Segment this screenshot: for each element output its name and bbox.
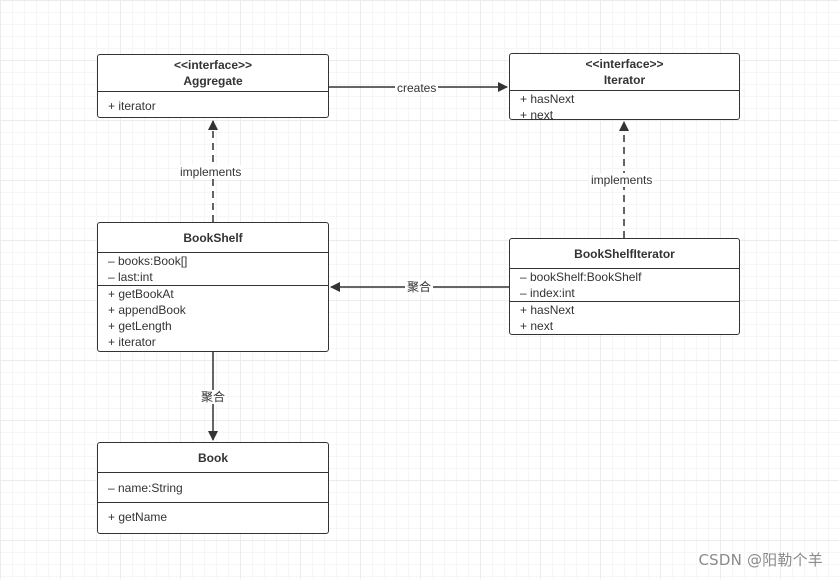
- book-method: + getName: [108, 510, 168, 524]
- aggregate-methods: + iterator: [98, 91, 328, 114]
- iterator-name: Iterator: [603, 73, 646, 87]
- iterator-method: + next: [520, 108, 554, 122]
- bookshelf-method: + getBookAt: [108, 287, 174, 301]
- aggregate-header: <<interface>> Aggregate: [98, 55, 328, 91]
- iterator-methods: + hasNext + next: [510, 90, 739, 123]
- book-header: Book: [98, 443, 328, 472]
- aggregate-name: Aggregate: [183, 74, 243, 88]
- csdn-watermark: CSDN @阳勒个羊: [698, 551, 823, 569]
- bookshelf-iterator-fields: – bookShelf:BookShelf – index:int: [510, 268, 739, 301]
- bookshelf-method: + iterator: [108, 335, 156, 349]
- bookshelf-field: – last:int: [108, 270, 153, 284]
- bookshelf-iterator-field: – index:int: [520, 286, 575, 300]
- bookshelf-iterator-field: – bookShelf:BookShelf: [520, 270, 642, 284]
- iterator-stereotype: <<interface>>: [585, 57, 664, 71]
- book-methods: + getName: [98, 502, 328, 525]
- bookshelf-fields: – books:Book[] – last:int: [98, 252, 328, 285]
- aggregate-stereotype: <<interface>>: [173, 58, 253, 72]
- aggregation-iterator-label: 聚合: [405, 280, 434, 294]
- bookshelf-class-box: BookShelf – books:Book[] – last:int + ge…: [97, 222, 329, 352]
- implements-iterator-label: implements: [589, 173, 655, 187]
- bookshelf-name: BookShelf: [183, 231, 243, 245]
- bookshelf-iterator-method: + hasNext: [520, 303, 575, 317]
- bookshelf-method: + appendBook: [108, 303, 186, 317]
- iterator-interface-box: <<interface>> Iterator + hasNext + next: [509, 53, 740, 123]
- bookshelf-iterator-name: BookShelfIterator: [574, 247, 675, 261]
- implements-aggregate-label: implements: [178, 165, 244, 179]
- bookshelf-iterator-method: + next: [520, 319, 554, 333]
- bookshelf-iterator-methods: + hasNext + next: [510, 301, 739, 334]
- bookshelf-header: BookShelf: [98, 223, 328, 252]
- book-name: Book: [198, 451, 228, 465]
- bookshelf-iterator-header: BookShelfIterator: [510, 239, 739, 268]
- bookshelf-iterator-class-box: BookShelfIterator – bookShelf:BookShelf …: [509, 238, 740, 335]
- aggregate-interface-box: <<interface>> Aggregate + iterator: [97, 54, 329, 118]
- aggregation-book-label: 聚合: [199, 390, 228, 404]
- book-class-box: Book – name:String + getName: [97, 442, 329, 534]
- bookshelf-method: + getLength: [108, 319, 172, 333]
- bookshelf-methods: + getBookAt + appendBook + getLength + i…: [98, 285, 328, 350]
- book-field: – name:String: [108, 481, 183, 495]
- iterator-header: <<interface>> Iterator: [510, 54, 739, 90]
- iterator-method: + hasNext: [520, 92, 575, 106]
- creates-label: creates: [395, 81, 439, 95]
- book-fields: – name:String: [98, 472, 328, 502]
- bookshelf-field: – books:Book[]: [108, 254, 188, 268]
- aggregate-method: + iterator: [108, 99, 156, 113]
